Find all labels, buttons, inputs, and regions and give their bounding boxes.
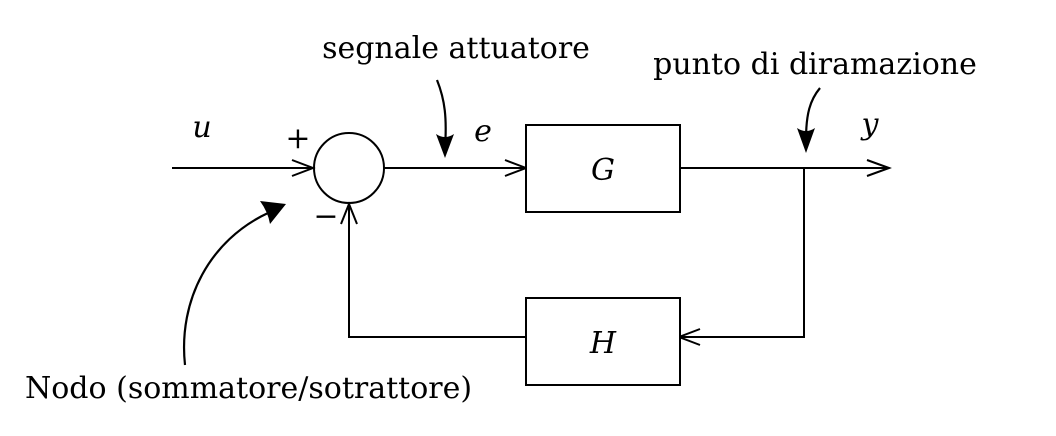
- error-signal-label: e: [474, 114, 492, 149]
- output-signal-label: y: [860, 107, 880, 142]
- forward-block-label: G: [591, 153, 615, 188]
- feedback-block-h: [525, 297, 681, 386]
- summing-node-pointer-head: [260, 201, 286, 224]
- summing-node: [313, 132, 385, 204]
- summing-node-label: Nodo (sommatore/sotrattore): [25, 371, 472, 406]
- summing-node-pointer: [183, 212, 269, 366]
- feedback-branch-line: [680, 168, 805, 338]
- branch-point-label: punto di diramazione: [653, 47, 977, 82]
- feedback-block-label: H: [589, 326, 617, 361]
- actuator-signal-label: segnale attuatore: [322, 31, 590, 66]
- input-signal-label: u: [192, 110, 211, 145]
- plus-sign: +: [285, 121, 310, 156]
- forward-block-g: [525, 124, 681, 213]
- branch-point-pointer-head: [797, 128, 815, 153]
- minus-sign: −: [313, 199, 338, 234]
- output-arrowhead: [866, 159, 892, 177]
- feedback-return-arrowhead: [340, 201, 358, 225]
- actuator-signal-pointer-head: [436, 134, 454, 158]
- feedback-return-line: [348, 204, 526, 338]
